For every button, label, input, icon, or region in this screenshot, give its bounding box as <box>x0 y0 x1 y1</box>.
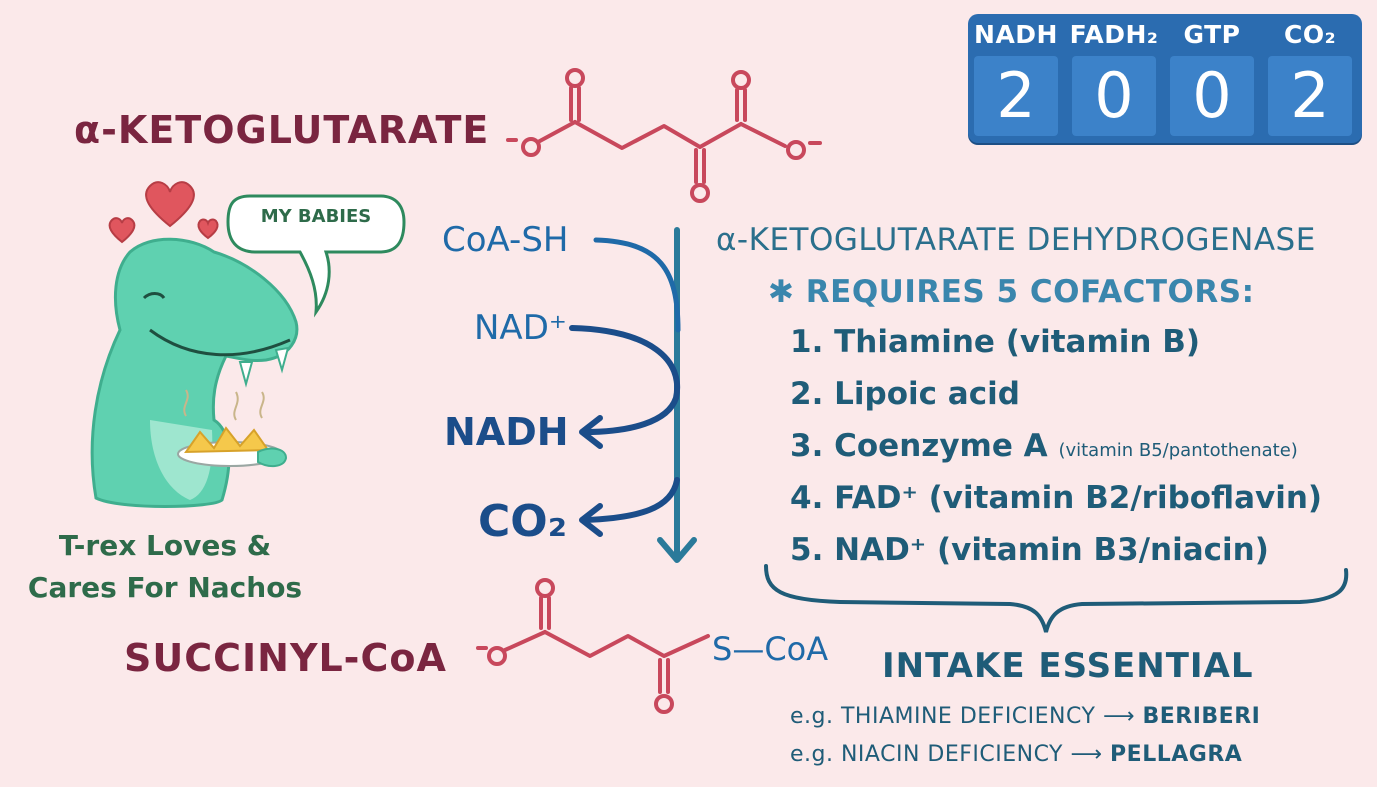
trex-caption-line: T-rex Loves & <box>58 529 272 562</box>
cofactor-text: 1. Thiamine (vitamin B) <box>790 324 1201 360</box>
co2-arrow <box>582 477 680 523</box>
cofactor-text: 5. NAD⁺ (vitamin B3/niacin) <box>790 532 1269 568</box>
counter-value: 0 <box>1170 56 1254 136</box>
trex-tooth <box>274 346 290 374</box>
trex-arm <box>257 447 288 468</box>
coa-sh-label: CoA-SH <box>442 220 569 260</box>
product-name: SUCCINYL-CoA <box>124 636 447 680</box>
counter-nadh: NADH 2 <box>968 14 1064 143</box>
alpha-ketoglutarate-structure <box>506 68 822 203</box>
arrow-icon: ⟶ <box>1070 742 1103 767</box>
counter-fadh2: FADH₂ 0 <box>1066 14 1162 143</box>
nadh-arrowhead <box>579 415 603 449</box>
cofactor-note: (vitamin B5/pantothenate) <box>1058 440 1298 461</box>
co2-label: CO₂ <box>478 496 567 547</box>
cofactor-heading: ✱ REQUIRES 5 COFACTORS: <box>768 274 1255 310</box>
trex-tooth <box>238 361 254 388</box>
counter-label: NADH <box>974 20 1058 49</box>
counter-value: 0 <box>1072 56 1156 136</box>
steam-icon <box>183 389 189 417</box>
counter-value: 2 <box>1268 56 1352 136</box>
speech-text: MY BABIES <box>260 206 372 227</box>
trex-caption: T-rex Loves & Cares For Nachos <box>20 525 310 609</box>
example-prefix: e.g. NIACIN DEFICIENCY <box>790 742 1063 767</box>
cofactor-text: 4. FAD⁺ (vitamin B2/riboflavin) <box>790 480 1323 516</box>
yield-counter: NADH 2 FADH₂ 0 GTP 0 CO₂ 2 <box>968 14 1362 143</box>
example-result: PELLAGRA <box>1110 742 1243 767</box>
cofactor-item: 2. Lipoic acid <box>790 376 1020 412</box>
trex-caption-line: Cares For Nachos <box>27 571 303 604</box>
trex-illustration <box>90 181 406 508</box>
speech-bubble <box>226 194 406 318</box>
cofactor-brace <box>764 564 1349 633</box>
nadh-label: NADH <box>444 410 569 454</box>
cofactor-item: 4. FAD⁺ (vitamin B2/riboflavin) <box>790 480 1322 516</box>
succinyl-coa-structure <box>476 578 710 714</box>
counter-co2: CO₂ 2 <box>1262 14 1358 143</box>
counter-label: CO₂ <box>1283 20 1337 49</box>
steam-icon <box>259 391 265 419</box>
steam-icon <box>233 391 239 421</box>
nad-plus-label: NAD⁺ <box>474 308 567 348</box>
heart-icon <box>197 218 219 240</box>
cofactor-item: 5. NAD⁺ (vitamin B3/niacin) <box>790 532 1269 568</box>
cofactor-item: 3. Coenzyme A (vitamin B5/pantothenate) <box>790 428 1298 464</box>
trex-mouth <box>149 328 291 357</box>
coa-sh-arrow <box>593 237 681 333</box>
counter-value: 2 <box>974 56 1058 136</box>
enzyme-name: α-KETOGLUTARATE DEHYDROGENASE <box>716 222 1316 258</box>
heart-icon <box>145 181 195 228</box>
counter-gtp: GTP 0 <box>1164 14 1260 143</box>
deficiency-example: e.g. NIACIN DEFICIENCY ⟶ PELLAGRA <box>790 742 1242 767</box>
deficiency-example: e.g. THIAMINE DEFICIENCY ⟶ BERIBERI <box>790 704 1260 729</box>
co2-arrowhead <box>579 503 603 537</box>
counter-label: FADH₂ <box>1069 20 1159 49</box>
substrate-name: α-KETOGLUTARATE <box>74 108 490 152</box>
intake-heading: INTAKE ESSENTIAL <box>882 646 1254 686</box>
example-result: BERIBERI <box>1142 704 1261 729</box>
arrow-icon: ⟶ <box>1102 704 1135 729</box>
nachos <box>184 426 270 454</box>
cofactor-item: 1. Thiamine (vitamin B) <box>790 324 1200 360</box>
example-prefix: e.g. THIAMINE DEFICIENCY <box>790 704 1096 729</box>
succinyl-coa-group: S—CoA <box>712 630 829 668</box>
cofactor-text: 2. Lipoic acid <box>790 376 1020 412</box>
counter-label: GTP <box>1183 20 1241 49</box>
trex-eye <box>142 292 166 300</box>
heart-icon <box>108 217 136 244</box>
cofactor-text: 3. Coenzyme A <box>790 428 1048 464</box>
nad-to-nadh-arrow <box>569 325 681 435</box>
